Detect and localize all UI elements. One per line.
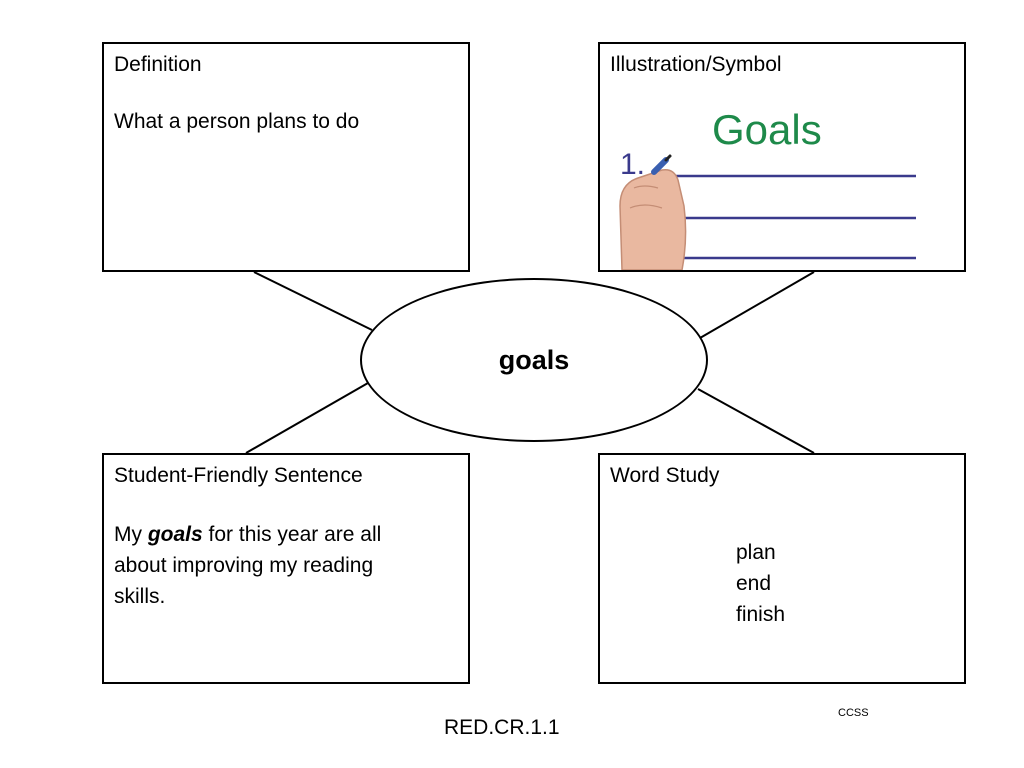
center-concept-ellipse: goals xyxy=(360,278,708,442)
sentence-keyword: goals xyxy=(147,523,203,546)
illustration-title: Illustration/Symbol xyxy=(610,53,782,76)
sentence-suffix: for this year are all about improving my… xyxy=(114,523,382,608)
word-study-list: plan end finish xyxy=(736,537,785,630)
connector-bottom-left xyxy=(245,382,369,454)
sentence-text: My goals for this year are all about imp… xyxy=(114,519,424,612)
word-study-item: plan xyxy=(736,541,776,564)
definition-text: What a person plans to do xyxy=(114,110,360,133)
standard-code: RED.CR.1.1 xyxy=(444,716,560,739)
word-study-title: Word Study xyxy=(610,464,720,487)
word-study-item: end xyxy=(736,572,772,595)
hand-with-marker-icon xyxy=(619,154,687,270)
sentence-prefix: My xyxy=(114,523,142,546)
goals-heading: Goals xyxy=(712,106,822,153)
goals-list-illustration: Goals 1. 2. 3. xyxy=(619,106,916,270)
sentence-title: Student-Friendly Sentence xyxy=(114,464,363,487)
illustration-box: Illustration/Symbol Goals 1. 2. 3. xyxy=(598,42,966,272)
connector-bottom-right xyxy=(697,388,815,454)
word-study-item: finish xyxy=(736,603,786,626)
definition-box: Definition What a person plans to do xyxy=(102,42,470,272)
sentence-box: Student-Friendly Sentence My goals for t… xyxy=(102,453,470,684)
word-study-box: Word Study plan end finish xyxy=(598,453,966,684)
center-word: goals xyxy=(498,344,570,375)
connector-top-right xyxy=(699,271,815,339)
definition-title: Definition xyxy=(114,53,202,76)
ccss-label: CCSS xyxy=(838,707,869,719)
list-number-1: 1. xyxy=(620,148,645,181)
connector-top-left xyxy=(253,271,373,331)
